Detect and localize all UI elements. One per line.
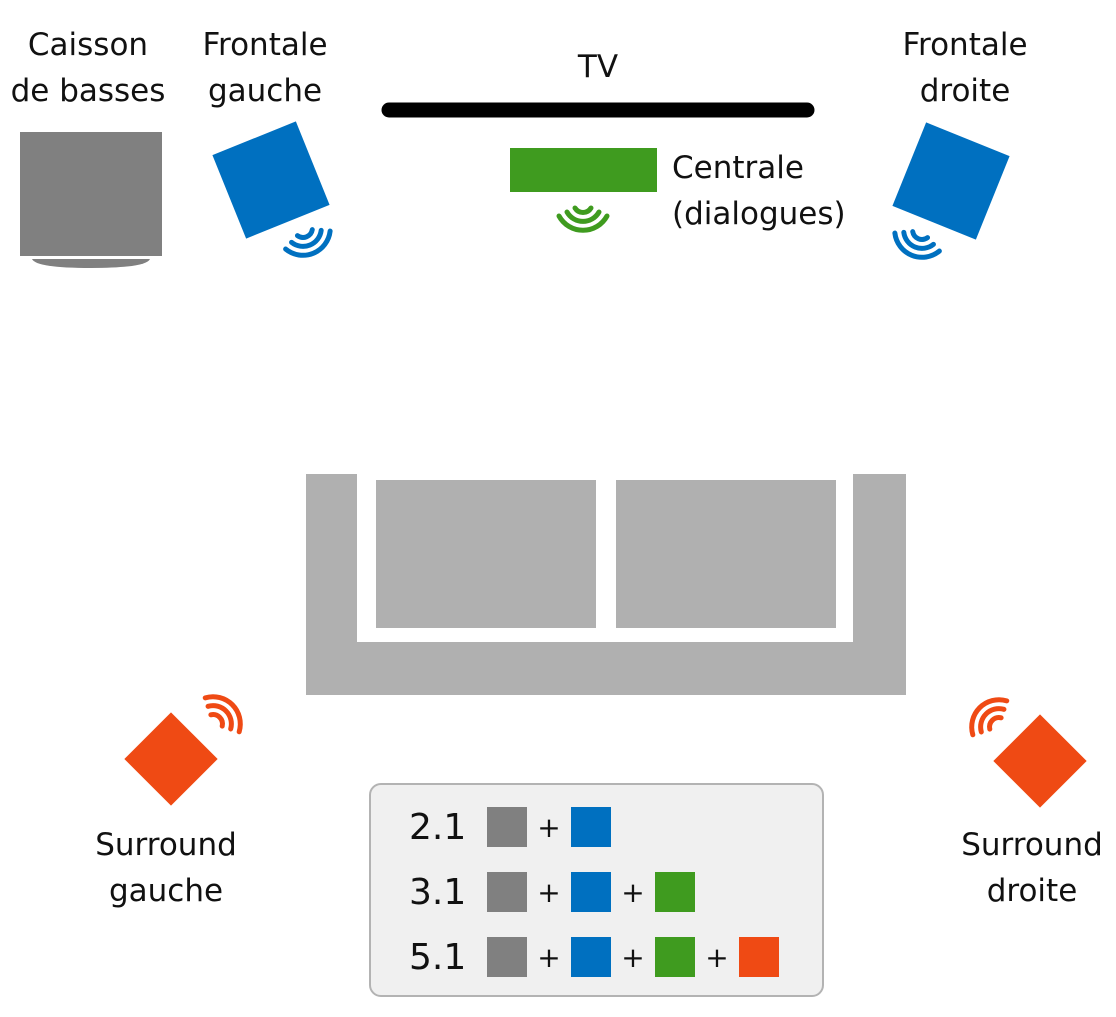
subwoofer-swatch	[487, 937, 527, 977]
front-swatch	[571, 872, 611, 912]
legend-row-5-1: 5.1 + + +	[409, 936, 779, 978]
surround-left-label-line-1: Surround	[95, 827, 237, 863]
plus-sign: +	[537, 810, 561, 844]
sofa-cushion-left	[376, 480, 596, 628]
surround-right-sound-waves-icon	[969, 697, 1010, 738]
subwoofer-speaker	[20, 132, 162, 268]
surround-left-sound-waves-icon	[202, 694, 243, 735]
front-swatch	[571, 807, 611, 847]
legend-row-2-1: 2.1 +	[409, 806, 611, 848]
center-body	[510, 148, 657, 192]
plus-sign: +	[621, 875, 645, 909]
front-right-label: Frontale droite	[880, 22, 1050, 114]
legend-row-3-1: 3.1 + +	[409, 871, 695, 913]
sofa	[306, 474, 906, 695]
front-right-body	[892, 122, 1010, 240]
surround-right-label-line-1: Surround	[961, 827, 1103, 863]
front-left-speaker	[212, 121, 333, 258]
center-sound-waves-icon	[556, 205, 610, 233]
front-right-label-line-1: Frontale	[902, 27, 1028, 63]
surround-right-label-line-2: droite	[986, 873, 1078, 909]
center-label-line-2: (dialogues)	[672, 196, 846, 232]
center-label-line-1: Centrale	[672, 150, 804, 186]
surround-left-body	[124, 712, 218, 806]
plus-sign: +	[621, 940, 645, 974]
plus-sign: +	[705, 940, 729, 974]
plus-sign: +	[537, 940, 561, 974]
subwoofer-foot	[32, 259, 150, 268]
tv-label: TV	[548, 44, 648, 90]
tv-label-text: TV	[577, 49, 619, 85]
subwoofer-body	[20, 132, 162, 256]
subwoofer-label-line-2: de basses	[10, 73, 166, 109]
front-right-sound-waves-icon	[892, 229, 942, 260]
subwoofer-swatch	[487, 807, 527, 847]
center-speaker	[510, 148, 657, 233]
surround-swatch	[739, 937, 779, 977]
front-left-label: Frontale gauche	[180, 22, 350, 114]
legend-box: 2.1 + 3.1 + + 5.1 + + +	[369, 783, 824, 997]
legend-row-name: 5.1	[409, 936, 467, 978]
front-left-label-line-2: gauche	[207, 73, 323, 109]
front-right-speaker	[892, 122, 1010, 260]
surround-left-speaker	[124, 694, 243, 806]
surround-left-label: Surround gauche	[76, 822, 256, 914]
surround-right-body	[993, 714, 1087, 808]
sofa-cushion-right	[616, 480, 836, 628]
legend-row-name: 3.1	[409, 871, 467, 913]
front-swatch	[571, 937, 611, 977]
front-left-label-line-1: Frontale	[202, 27, 328, 63]
surround-right-label: Surround droite	[948, 822, 1116, 914]
subwoofer-label: Caisson de basses	[0, 22, 176, 114]
plus-sign: +	[537, 875, 561, 909]
front-left-body	[212, 121, 330, 239]
subwoofer-swatch	[487, 872, 527, 912]
center-swatch	[655, 937, 695, 977]
center-swatch	[655, 872, 695, 912]
legend-row-name: 2.1	[409, 806, 467, 848]
center-label: Centrale (dialogues)	[672, 145, 846, 237]
subwoofer-label-line-1: Caisson	[27, 27, 149, 63]
surround-right-speaker	[969, 697, 1087, 808]
surround-left-label-line-2: gauche	[108, 873, 224, 909]
front-left-sound-waves-icon	[283, 227, 333, 258]
sofa-frame	[306, 474, 906, 695]
front-right-label-line-2: droite	[919, 73, 1011, 109]
